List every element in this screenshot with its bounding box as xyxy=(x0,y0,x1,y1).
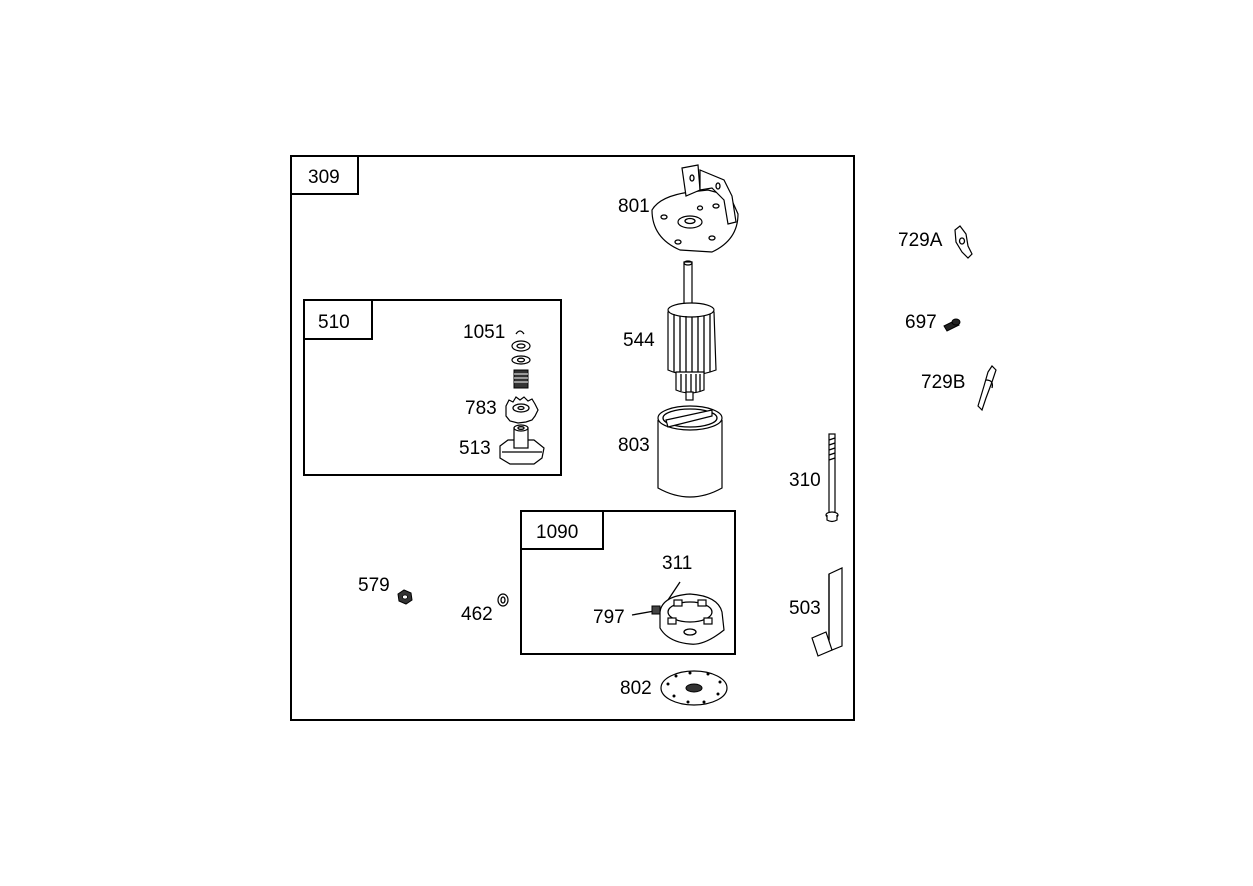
drive-stack-part xyxy=(511,340,531,389)
brush-kit-tag xyxy=(520,510,604,550)
part-801-label: 801 xyxy=(618,196,650,217)
end-plate-802-part xyxy=(660,670,728,706)
washer-462-part xyxy=(497,593,509,607)
brush-kit-label: 1090 xyxy=(536,522,578,543)
part-503-label: 503 xyxy=(789,598,821,619)
outer-group-label: 309 xyxy=(308,167,340,188)
part-462-label: 462 xyxy=(461,604,493,625)
clip-729a-part xyxy=(954,225,973,259)
part-311-label: 311 xyxy=(662,553,692,574)
part-579-label: 579 xyxy=(358,575,390,596)
part-697-label: 697 xyxy=(905,312,937,333)
part-803-label: 803 xyxy=(618,435,650,456)
part-729b-label: 729B xyxy=(921,372,965,393)
end-cap-bracket-part xyxy=(651,164,739,253)
outer-group-tag xyxy=(290,155,359,195)
part-797-label: 797 xyxy=(593,607,625,628)
nut-579-part xyxy=(397,589,413,605)
pinion-gear-783-part xyxy=(505,396,539,424)
retaining-ring-1051-part xyxy=(515,330,525,335)
motor-housing-part xyxy=(657,405,723,498)
drive-kit-frame xyxy=(303,299,562,476)
insulator-503-part xyxy=(811,567,843,657)
part-544-label: 544 xyxy=(623,330,655,351)
drive-housing-513-part xyxy=(499,424,545,465)
part-802-label: 802 xyxy=(620,678,652,699)
clip-729b-part xyxy=(977,365,997,412)
brush-holder-311-part xyxy=(659,581,725,645)
brush-kit-frame xyxy=(520,510,736,655)
part-513-label: 513 xyxy=(459,438,491,459)
part-729a-label: 729A xyxy=(898,230,943,251)
outer-assembly-frame xyxy=(290,155,855,721)
through-bolt-part xyxy=(825,433,839,523)
part-1051-label: 1051 xyxy=(463,322,505,343)
brush-797-part xyxy=(631,605,661,616)
drive-kit-label: 510 xyxy=(318,312,350,333)
part-783-label: 783 xyxy=(465,398,497,419)
drive-kit-tag xyxy=(303,299,373,340)
screw-697-part xyxy=(943,318,961,332)
armature-part xyxy=(667,260,717,401)
part-310-label: 310 xyxy=(789,470,821,491)
